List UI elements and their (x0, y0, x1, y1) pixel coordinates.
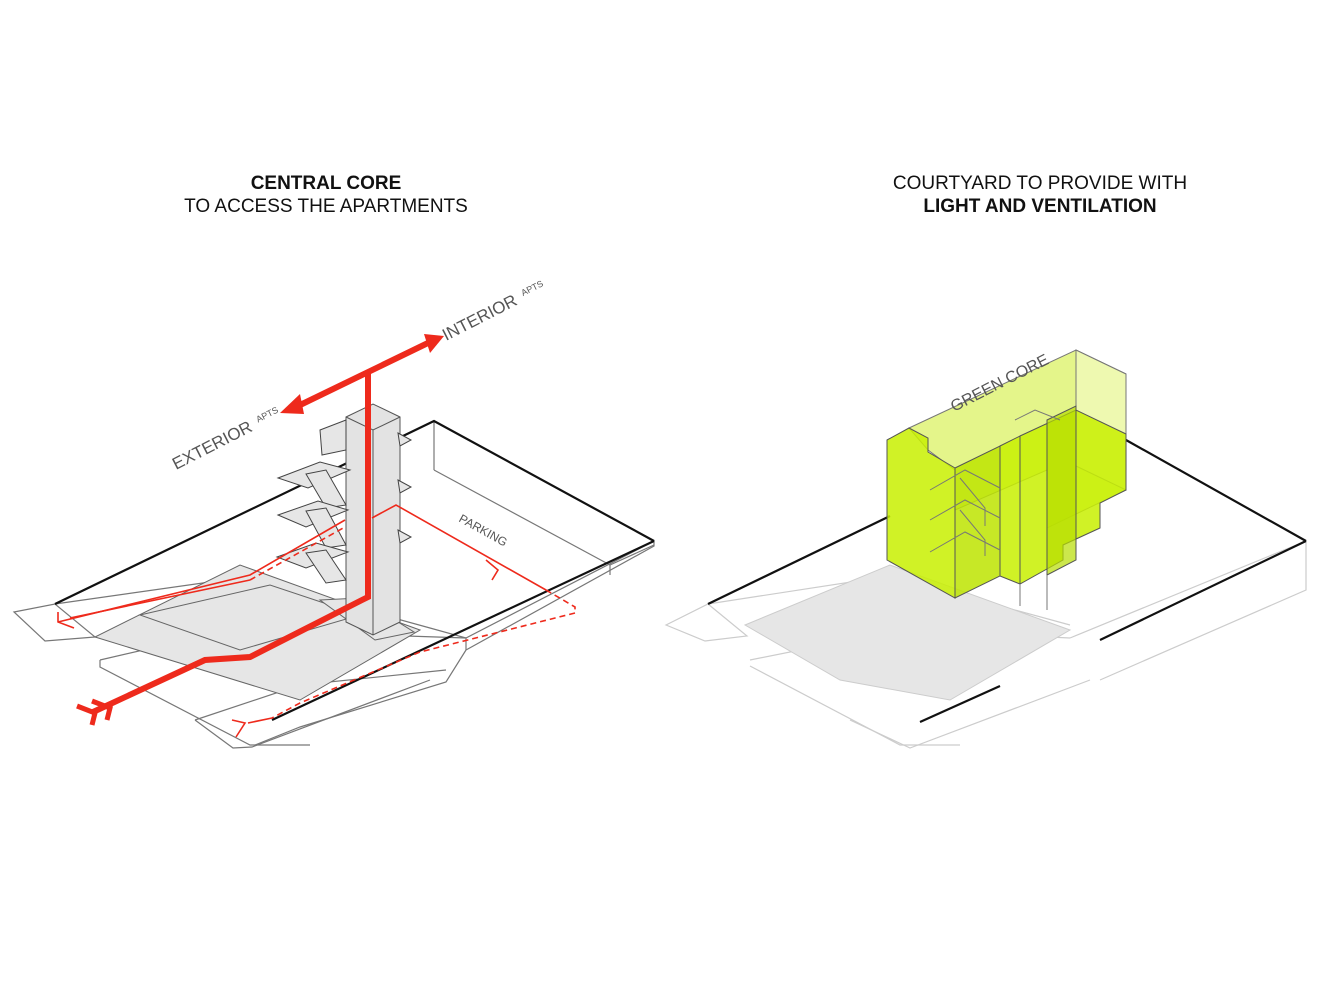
left-site-base (12, 421, 655, 749)
left-arrowheads (280, 334, 444, 414)
entry-chevron-2 (91, 698, 113, 721)
green-core-stairs (929, 409, 1061, 610)
left-core-column (345, 403, 401, 636)
entry-chevron-1 (76, 703, 98, 726)
left-site-outline (54, 419, 655, 721)
left-entry-chevrons (76, 698, 113, 726)
right-site-outline (707, 439, 1307, 724)
left-parking-route (57, 504, 576, 738)
left-caption: CENTRAL CORE TO ACCESS THE APARTMENTS (166, 172, 486, 218)
left-stair-flights (275, 419, 413, 584)
left-axonometric: EXTERIOR APTS INTERIOR APTS PARKING (12, 277, 655, 749)
courtyard-plane (743, 564, 1072, 701)
exterior-label: EXTERIOR APTS (169, 403, 283, 474)
right-axonometric: GREEN CORE (664, 349, 1307, 749)
right-caption-subtitle: COURTYARD TO PROVIDE WITH (892, 173, 1188, 194)
interior-label: INTERIOR APTS (439, 277, 548, 345)
green-core-volume (886, 349, 1127, 610)
right-caption-title: LIGHT AND VENTILATION (923, 196, 1157, 217)
right-caption: COURTYARD TO PROVIDE WITH LIGHT AND VENT… (870, 172, 1210, 218)
left-caption-title: CENTRAL CORE (250, 173, 402, 194)
exterior-arrowhead (280, 394, 304, 414)
interior-arrowhead (424, 334, 444, 353)
left-main-circulation (91, 339, 432, 715)
left-caption-subtitle: TO ACCESS THE APARTMENTS (184, 196, 468, 217)
